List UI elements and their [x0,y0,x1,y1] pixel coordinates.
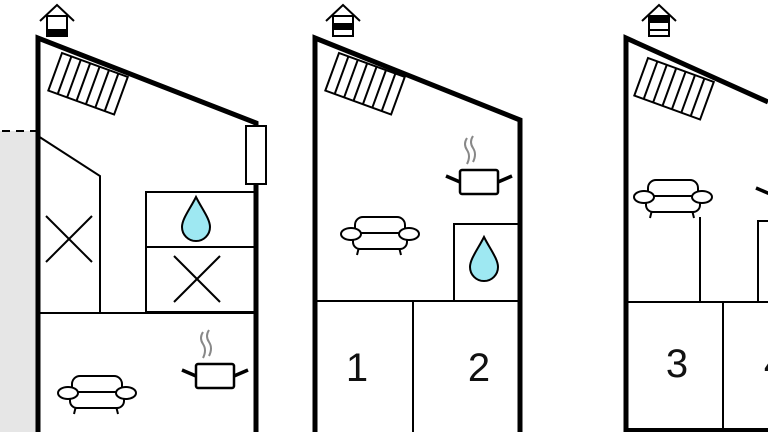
stairs-icon [47,52,129,116]
plan-first-floor: 1 2 [312,4,523,432]
bed-cross-icon [45,215,93,263]
stairs-icon [633,57,715,121]
window-icon [245,125,267,185]
sofa-icon [633,179,713,219]
cooking-pot-icon [754,146,768,208]
floor-indicator-icon [641,4,677,37]
floor-indicator-icon [39,4,75,37]
stairs-icon [324,52,406,116]
room-number: 1 [346,346,368,390]
outside-area [0,131,36,432]
cooking-pot-icon [444,134,514,196]
interior-wall [37,135,101,312]
plan-second-floor: 3 4 [623,4,768,432]
cooking-pot-icon [180,328,250,390]
water-drop-icon [469,236,499,282]
water-drop-icon [181,196,211,242]
room-number: 3 [666,342,688,386]
plan-ground-floor [0,4,267,432]
exterior-walls [623,34,768,432]
room-number: 4 [764,342,768,386]
sofa-icon [340,216,420,256]
floor-indicator-icon [325,4,361,37]
bed-cross-icon [173,255,221,303]
room-number: 2 [468,346,490,390]
sofa-icon [57,375,137,415]
